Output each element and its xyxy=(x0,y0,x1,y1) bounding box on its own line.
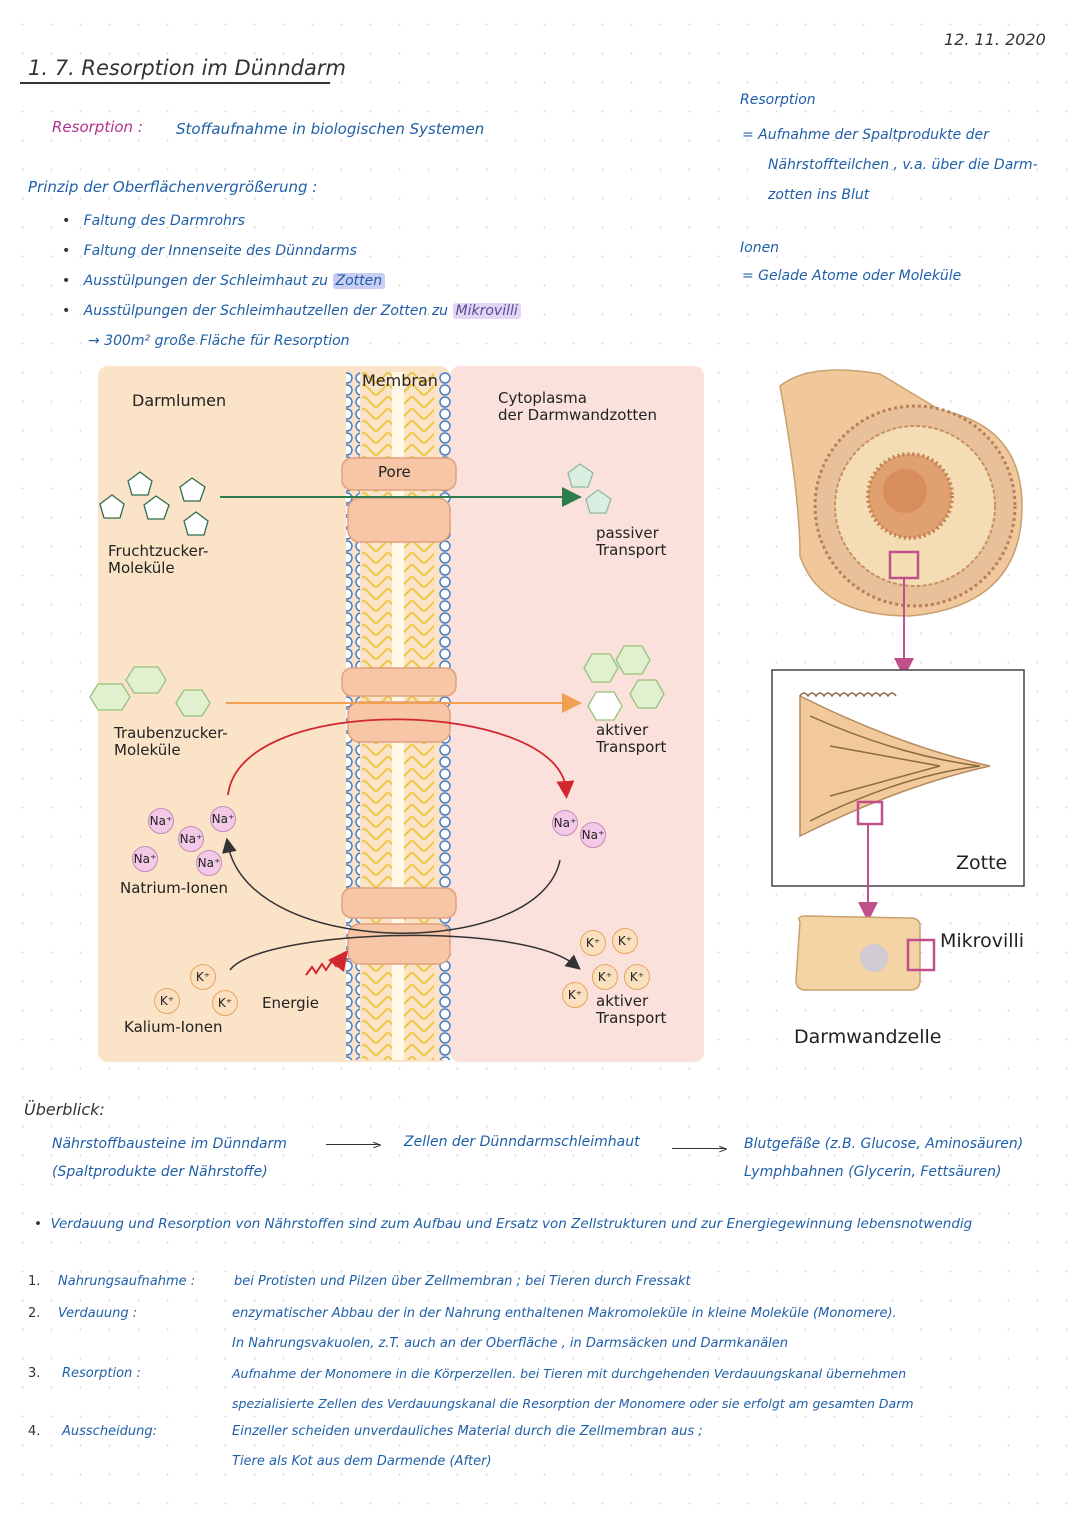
pore-protein-bottom xyxy=(341,887,457,965)
intestine-cross-section xyxy=(779,369,1023,617)
overview-col3: Blutgefäße (z.B. Glucose, Aminosäuren)Ly… xyxy=(744,1136,1024,1180)
sidebox-resorption-text: = Aufnahme der Spaltprodukte der Nährsto… xyxy=(742,127,1038,203)
sodium-ion: Na⁺ xyxy=(552,810,578,836)
transport-arrows xyxy=(89,463,665,976)
step-item: 3. Resorption : Aufnahme der Monomere in… xyxy=(28,1366,914,1411)
principle-item: • Faltung des Darmrohrs xyxy=(62,213,245,229)
title-underline xyxy=(20,82,330,84)
potassium-ion: K⁺ xyxy=(154,988,180,1014)
sodium-ion: Na⁺ xyxy=(196,850,222,876)
overview-heading: Überblick: xyxy=(24,1100,105,1119)
sodium-arrow xyxy=(227,718,575,799)
glucose-molecules xyxy=(89,666,211,717)
potassium-ion: K⁺ xyxy=(612,928,638,954)
zotte-label: Zotte xyxy=(956,852,1008,874)
potassium-ion: K⁺ xyxy=(562,982,588,1008)
darmwandzelle-detail xyxy=(795,915,936,991)
date: 12. 11. 2020 xyxy=(944,30,1046,49)
mikrovilli-highlight: Mikrovilli xyxy=(452,303,521,319)
zotte-detail xyxy=(771,669,1025,887)
pore-protein-top xyxy=(341,457,457,543)
arrow-line-1 xyxy=(326,1144,380,1145)
sodium-ion: Na⁺ xyxy=(132,846,158,872)
arrow-icon: > xyxy=(372,1138,383,1152)
darmwandzelle-label: Darmwandzelle xyxy=(794,1026,942,1048)
membrane-diagram xyxy=(341,372,457,1060)
principle-item: • Ausstülpungen der Schleimhaut zu Zotte… xyxy=(62,266,521,296)
sodium-return-arrow xyxy=(222,837,561,934)
potassium-ion: K⁺ xyxy=(580,930,606,956)
energy-arrow xyxy=(305,950,348,976)
sidebox-resorption-title: Resorption xyxy=(740,92,816,108)
mikrovilli-label: Mikrovilli xyxy=(940,930,1025,952)
overview-col1: Nährstoffbausteine im Dünndarm(Spaltprod… xyxy=(52,1136,287,1180)
intestine-figure xyxy=(771,369,1025,991)
step-item: 1. Nahrungsaufnahme : bei Protisten und … xyxy=(28,1274,691,1289)
membran-label: Membran xyxy=(362,371,438,390)
principle-item: • Ausstülpungen der Schleimhautzellen de… xyxy=(62,296,521,326)
potassium-ion: K⁺ xyxy=(624,964,650,990)
sodium-ions-label: Natrium-Ionen xyxy=(120,879,229,897)
sidebox-ionen-title: Ionen xyxy=(740,240,780,256)
steps-list: 1. Nahrungsaufnahme : bei Protisten und … xyxy=(28,1274,1073,1484)
energie-label: Energie xyxy=(262,994,320,1012)
potassium-arrow xyxy=(229,934,581,971)
definition-term: Resorption : xyxy=(52,118,143,136)
sodium-ion: Na⁺ xyxy=(148,808,174,834)
principle-list: • Faltung des Darmrohrs • Faltung der In… xyxy=(62,206,521,356)
summary-bullet: • Verdauung und Resorption von Nährstoff… xyxy=(34,1216,973,1232)
glucose-label: Traubenzucker-Moleküle xyxy=(114,724,228,759)
arrow-icon: > xyxy=(718,1142,729,1156)
page-title: 1. 7. Resorption im Dünndarm xyxy=(28,56,346,80)
arrow-line-2 xyxy=(672,1148,726,1149)
fructose-molecules xyxy=(99,471,209,536)
glucose-transported xyxy=(583,645,665,721)
sidebox-ionen-text: = Gelade Atome oder Moleküle xyxy=(742,268,962,284)
zotten-highlight: Zotten xyxy=(332,273,386,289)
principle-item: • Faltung der Innenseite des Dünndarms xyxy=(62,243,357,259)
potassium-ion: K⁺ xyxy=(212,990,238,1016)
fructose-transported xyxy=(567,463,612,514)
potassium-ion: K⁺ xyxy=(592,964,618,990)
sodium-ion: Na⁺ xyxy=(178,826,204,852)
principle-heading: Prinzip der Oberflächenvergrößerung : xyxy=(28,178,318,196)
overview-col2: Zellen der Dünndarmschleimhaut xyxy=(404,1134,640,1150)
potassium-ion: K⁺ xyxy=(190,964,216,990)
pore-label: Pore xyxy=(378,463,411,481)
darmlumen-label: Darmlumen xyxy=(132,391,227,410)
definition-text: Stoffaufnahme in biologischen Systemen xyxy=(176,120,485,138)
step-item: 4. Ausscheidung: Einzeller scheiden unve… xyxy=(28,1424,703,1469)
fructose-label: Fruchtzucker-Moleküle xyxy=(108,542,209,577)
pore-protein-middle xyxy=(341,667,457,743)
principle-result: → 300m² große Fläche für Resorption xyxy=(88,333,350,349)
sodium-ion: Na⁺ xyxy=(210,806,236,832)
step-item: 2. Verdauung : enzymatischer Abbau der i… xyxy=(28,1306,897,1351)
sodium-ion: Na⁺ xyxy=(580,822,606,848)
potassium-ions-label: Kalium-Ionen xyxy=(124,1018,223,1036)
